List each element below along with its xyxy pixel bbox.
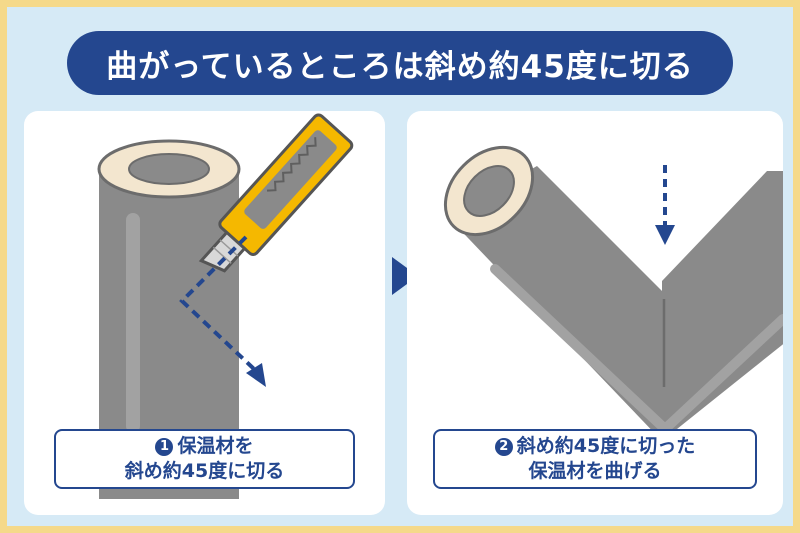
step-number-badge: 1 [155, 437, 174, 456]
next-step-arrow-icon [392, 257, 418, 295]
step-1-caption-line-1: 保温材を [177, 435, 254, 457]
step-2-caption-line-2: 保温材を曲げる [528, 460, 662, 482]
page-title: 曲がっているところは斜め約45度に切る [67, 31, 733, 95]
step-1-caption: 1 保温材を 斜め約45度に切る [54, 429, 355, 489]
step-1-caption-line-2: 斜め約45度に切る [124, 460, 285, 482]
step-2-caption: 2 斜め約45度に切った 保温材を曲げる [433, 429, 757, 489]
step-number-badge: 2 [494, 437, 513, 456]
utility-knife-icon [198, 113, 354, 273]
cut-path-arrow [179, 235, 266, 387]
step-1-panel: 1 保温材を 斜め約45度に切る [24, 111, 385, 515]
bend-direction-arrow [655, 165, 675, 245]
insulated-pipe-bent [443, 145, 783, 441]
step-2-caption-line-1: 斜め約45度に切った [516, 435, 696, 457]
step-2-illustration [443, 145, 783, 441]
step-2-panel: 2 斜め約45度に切った 保温材を曲げる [407, 111, 783, 515]
step-1-illustration [97, 113, 354, 499]
